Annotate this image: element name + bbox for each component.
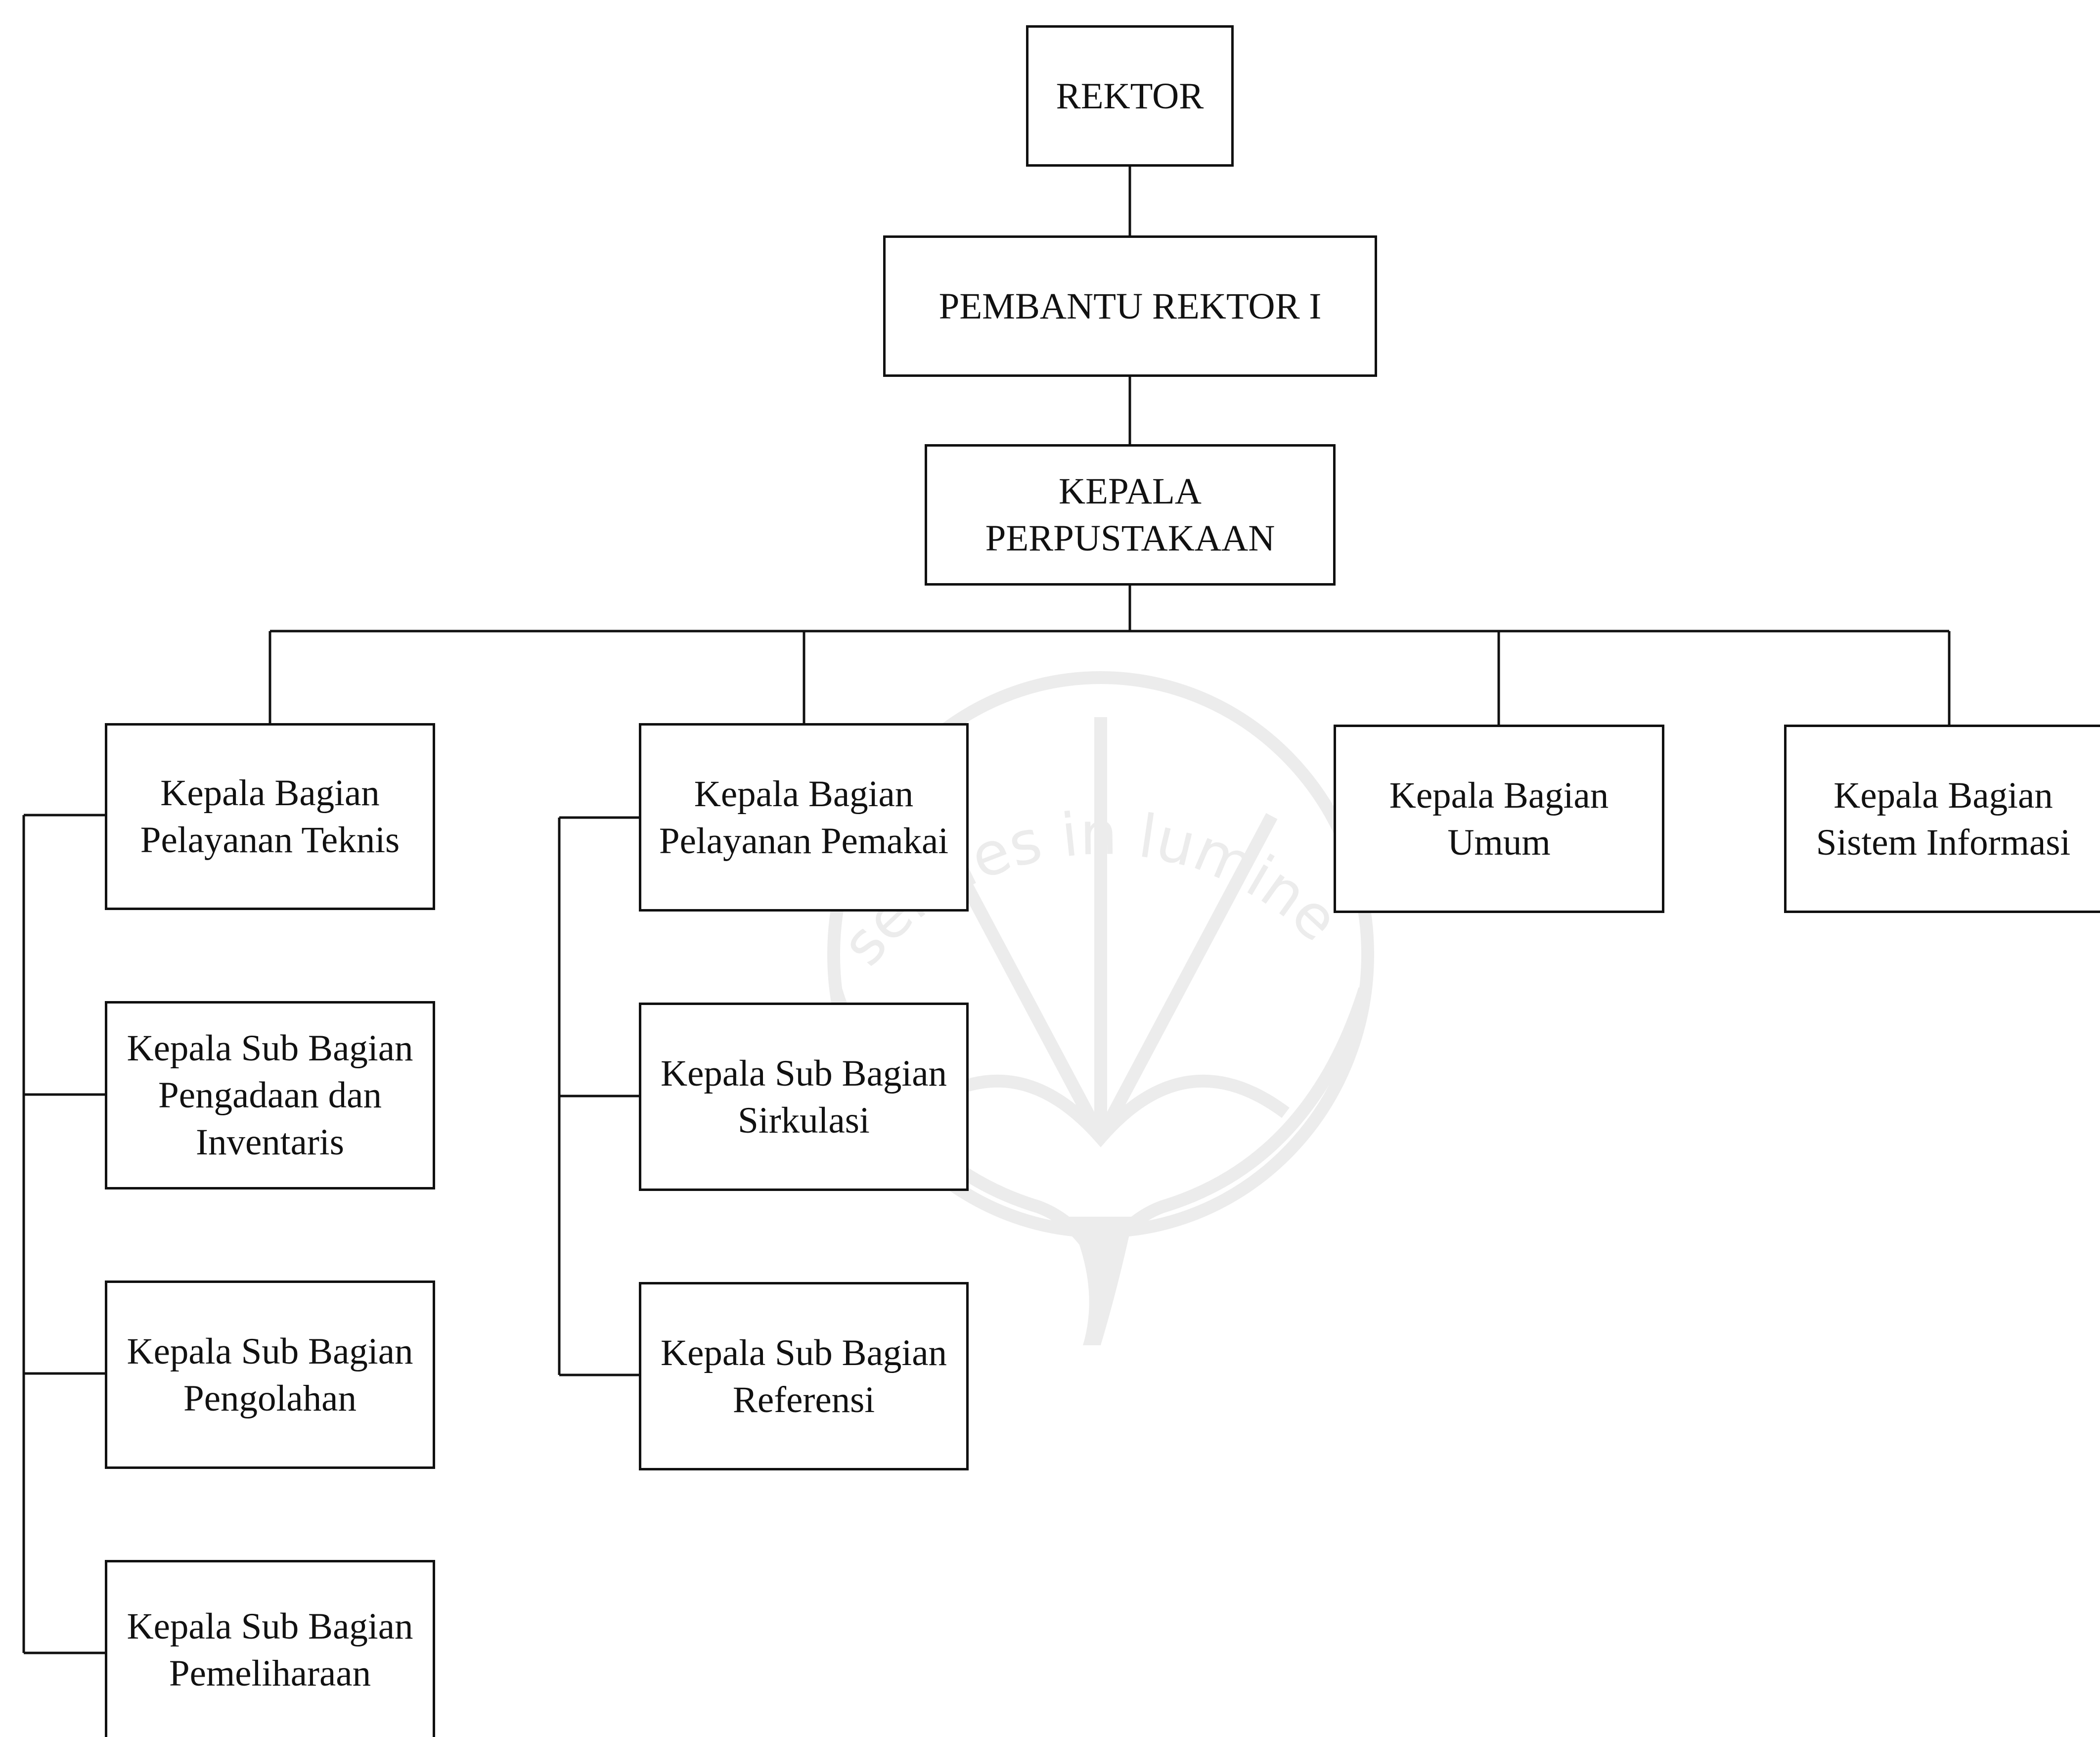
node-bagian-umum: Kepala Bagian Umum: [1334, 725, 1664, 913]
node-bagian-sistem-informasi: Kepala Bagian Sistem Informasi: [1784, 725, 2100, 913]
node-bagian-sistem-informasi-label: Kepala Bagian Sistem Informasi: [1816, 775, 2071, 863]
node-sub-sirkulasi: Kepala Sub Bagian Sirkulasi: [639, 1003, 969, 1191]
node-rektor: REKTOR: [1026, 25, 1234, 167]
node-rektor-label: REKTOR: [1056, 75, 1204, 117]
node-pembantu-rektor: PEMBANTU REKTOR I: [883, 235, 1377, 377]
node-sub-pemeliharaan-label: Kepala Sub Bagian Pemeliharaan: [127, 1605, 413, 1694]
node-sub-pengolahan: Kepala Sub Bagian Pengolahan: [105, 1280, 435, 1469]
node-bagian-pelayanan-pemakai-label: Kepala Bagian Pelayanan Pemakai: [659, 773, 949, 862]
node-sub-sirkulasi-label: Kepala Sub Bagian Sirkulasi: [660, 1052, 947, 1141]
node-sub-pengadaan-inventaris-label: Kepala Sub Bagian Pengadaan dan Inventar…: [127, 1028, 413, 1163]
node-bagian-umum-label: Kepala Bagian Umum: [1389, 775, 1609, 863]
node-kepala-perpustakaan: KEPALA PERPUSTAKAAN: [925, 444, 1336, 586]
node-bagian-pelayanan-teknis: Kepala Bagian Pelayanan Teknis: [105, 723, 435, 910]
node-bagian-pelayanan-pemakai: Kepala Bagian Pelayanan Pemakai: [639, 723, 969, 912]
node-kepala-perpustakaan-label: KEPALA PERPUSTAKAAN: [985, 471, 1275, 559]
node-sub-referensi: Kepala Sub Bagian Referensi: [639, 1282, 969, 1470]
node-pembantu-rektor-label: PEMBANTU REKTOR I: [938, 285, 1322, 327]
node-sub-pemeliharaan: Kepala Sub Bagian Pemeliharaan: [105, 1560, 435, 1737]
node-sub-pengadaan-inventaris: Kepala Sub Bagian Pengadaan dan Inventar…: [105, 1001, 435, 1189]
node-bagian-pelayanan-teknis-label: Kepala Bagian Pelayanan Teknis: [140, 773, 400, 861]
node-sub-referensi-label: Kepala Sub Bagian Referensi: [660, 1332, 947, 1420]
node-sub-pengolahan-label: Kepala Sub Bagian Pengolahan: [127, 1330, 413, 1419]
